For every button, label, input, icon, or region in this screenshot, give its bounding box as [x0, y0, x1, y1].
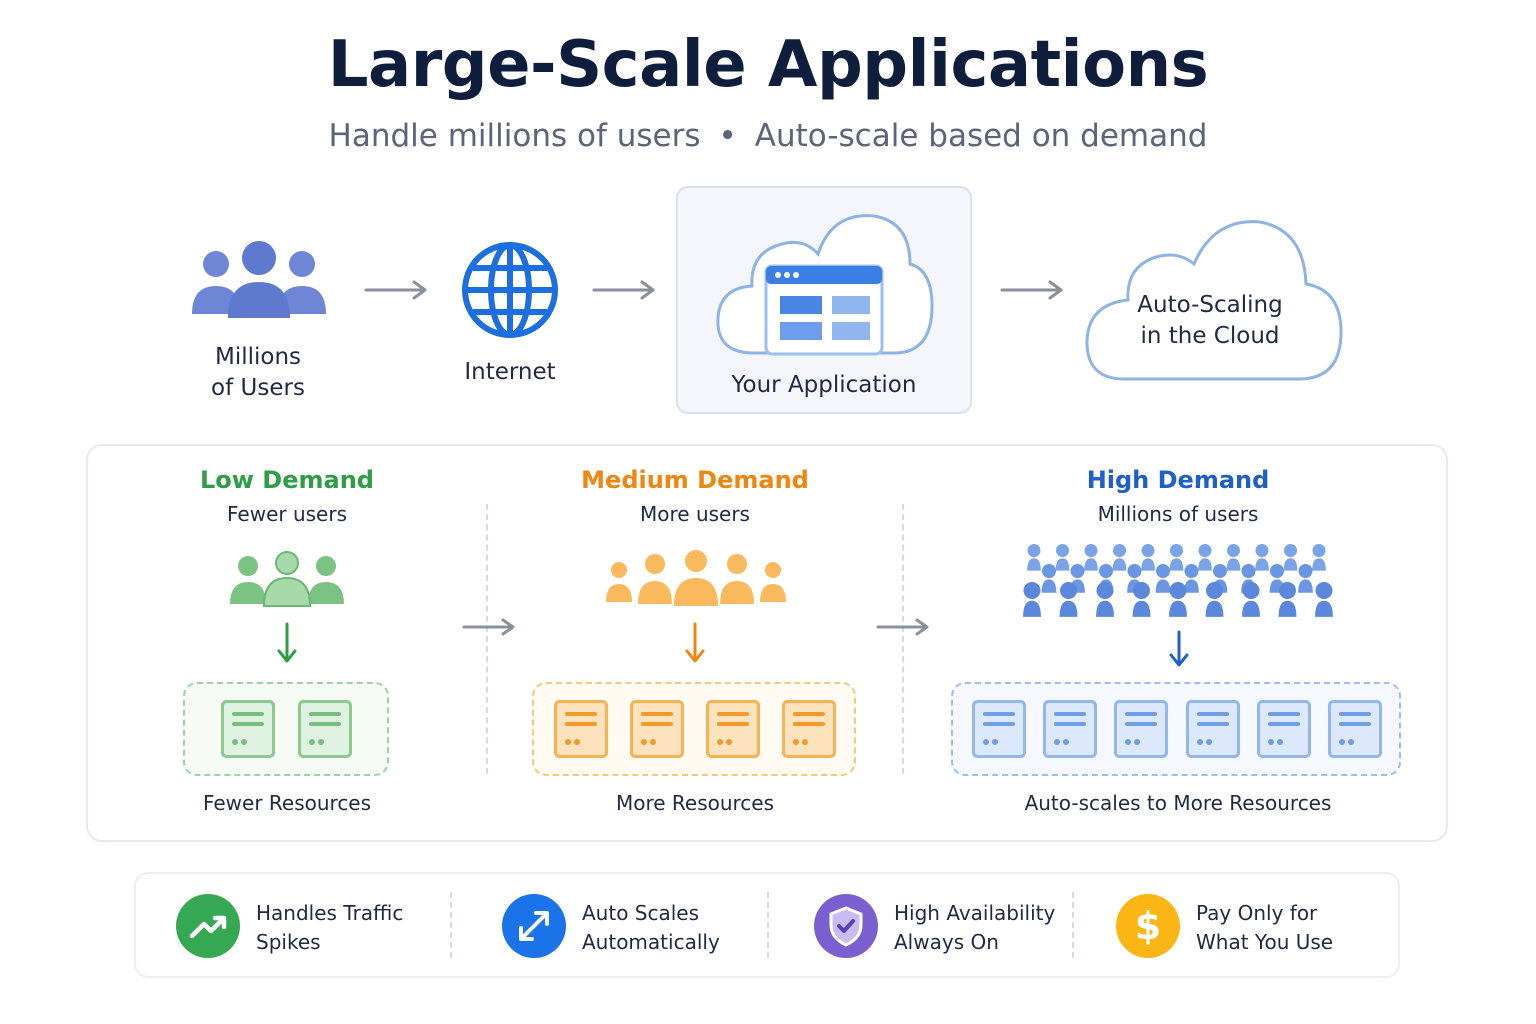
- medium-users-icon: [604, 550, 788, 610]
- server-icon: [972, 700, 1026, 758]
- shield-check-icon: [814, 894, 878, 958]
- crowd-person: [1027, 544, 1041, 571]
- feature-autoscale: Auto Scales Automatically: [582, 899, 762, 957]
- crowd-person: [1169, 582, 1187, 617]
- internet-label: Internet: [464, 359, 556, 385]
- high-demand-subtitle: Millions of users: [1097, 502, 1259, 526]
- high-demand-title: High Demand: [1086, 466, 1270, 494]
- arrow-right-icon: [462, 616, 518, 638]
- feature-traffic: Handles Traffic Spikes: [256, 899, 436, 957]
- server-icon: [221, 700, 275, 758]
- medium-demand-subtitle: More users: [640, 502, 750, 526]
- feature-autoscale-line2: Automatically: [582, 930, 720, 954]
- users-label: Millions of Users: [168, 342, 348, 404]
- column-divider: [902, 504, 904, 774]
- feature-divider: [767, 892, 769, 958]
- demand-panel: [86, 444, 1448, 842]
- crowd-person: [1112, 544, 1127, 571]
- arrow-down-icon: [276, 622, 298, 664]
- arrow-down-icon: [684, 622, 706, 664]
- server-icon: [298, 700, 352, 758]
- arrow-right-icon: [1000, 278, 1066, 302]
- crowd-person: [1141, 544, 1155, 571]
- arrow-right-icon: [364, 278, 430, 302]
- feature-pay: Pay Only for What You Use: [1196, 899, 1376, 957]
- feature-availability: High Availability Always On: [894, 899, 1070, 957]
- server-icon: [1328, 700, 1382, 758]
- server-icon: [1186, 700, 1240, 758]
- server-icon: [630, 700, 684, 758]
- cloud-app-icon: [714, 208, 934, 358]
- cloud-label: Auto-Scaling in the Cloud: [1110, 290, 1310, 352]
- arrow-right-icon: [592, 278, 658, 302]
- server-icon: [1114, 700, 1168, 758]
- page-subtitle: Handle millions of users • Auto-scale base…: [0, 118, 1536, 154]
- dollar-icon: $: [1116, 894, 1180, 958]
- arrow-down-icon: [1168, 630, 1190, 668]
- low-demand-footer: Fewer Resources: [202, 791, 372, 815]
- crowd-person: [1059, 582, 1078, 617]
- crowd-person: [1184, 564, 1199, 593]
- users-label-line2: of Users: [211, 375, 305, 401]
- crowd-person: [1315, 582, 1333, 617]
- server-icon: [554, 700, 608, 758]
- expand-arrows-icon: [502, 894, 566, 958]
- subtitle-left: Handle millions of users: [328, 118, 701, 154]
- crowd-users-icon: [1016, 542, 1340, 622]
- low-resources-box: [183, 682, 389, 776]
- low-demand-title: Low Demand: [200, 466, 374, 494]
- low-users-icon: [228, 550, 346, 610]
- medium-demand-title: Medium Demand: [581, 466, 809, 494]
- feature-pay-line2: What You Use: [1196, 930, 1334, 954]
- high-demand-footer: Auto-scales to More Resources: [1024, 791, 1332, 815]
- crowd-person: [1298, 564, 1313, 593]
- feature-divider: [1072, 892, 1074, 958]
- server-icon: [782, 700, 836, 758]
- crowd-person: [1023, 582, 1041, 617]
- crowd-person: [1226, 544, 1241, 571]
- crowd-person: [1041, 564, 1057, 593]
- crowd-person: [1155, 564, 1171, 593]
- high-resources-box: [951, 682, 1401, 776]
- users-label-line1: Millions: [214, 344, 302, 370]
- features-bar: [134, 872, 1400, 978]
- crowd-person: [1084, 544, 1098, 571]
- subtitle-separator: •: [718, 118, 737, 154]
- feature-traffic-line2: Spikes: [256, 930, 321, 954]
- crowd-person: [1055, 544, 1070, 571]
- server-icon: [1043, 700, 1097, 758]
- cloud-label-line1: Auto-Scaling: [1137, 292, 1283, 318]
- subtitle-right: Auto-scale based on demand: [754, 118, 1208, 154]
- arrow-right-icon: [876, 616, 932, 638]
- column-divider: [486, 504, 488, 774]
- crowd-person: [1255, 544, 1269, 571]
- crowd-person: [1205, 582, 1224, 617]
- crowd-person: [1169, 544, 1184, 571]
- cloud-label-line2: in the Cloud: [1140, 323, 1280, 349]
- feature-pay-line1: Pay Only for: [1196, 901, 1318, 925]
- server-icon: [1257, 700, 1311, 758]
- crowd-person: [1096, 582, 1114, 617]
- page-title: Large-Scale Applications: [327, 28, 1209, 102]
- low-demand-subtitle: Fewer users: [227, 502, 347, 526]
- crowd-person: [1283, 544, 1298, 571]
- crowd-person: [1198, 544, 1212, 571]
- globe-icon: [460, 240, 560, 340]
- application-label: Your Application: [731, 372, 917, 398]
- trending-up-icon: [176, 894, 240, 958]
- feature-autoscale-line1: Auto Scales: [582, 901, 700, 925]
- crowd-person: [1312, 544, 1326, 571]
- feature-availability-line1: High Availability: [894, 901, 1056, 925]
- feature-divider: [450, 892, 452, 958]
- cloud-icon: [1084, 214, 1344, 384]
- feature-traffic-line1: Handles Traffic: [256, 901, 404, 925]
- crowd-person: [1242, 582, 1260, 617]
- server-icon: [706, 700, 760, 758]
- feature-availability-line2: Always On: [894, 930, 999, 954]
- crowd-person: [1132, 582, 1151, 617]
- medium-demand-footer: More Resources: [615, 791, 775, 815]
- crowd-person: [1278, 582, 1297, 617]
- svg-text:$: $: [1135, 904, 1161, 948]
- users-group-icon: [186, 238, 330, 324]
